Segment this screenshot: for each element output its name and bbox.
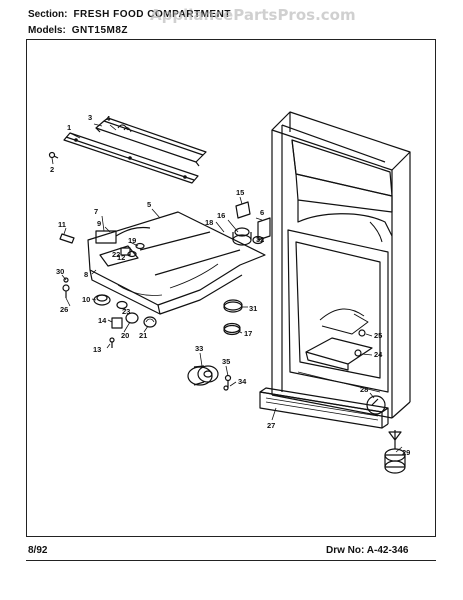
part-33-roller xyxy=(187,365,219,386)
label-28: 28 xyxy=(360,385,368,394)
footer-date: 8/92 xyxy=(28,545,48,556)
label-30: 30 xyxy=(56,267,64,276)
label-24: 24 xyxy=(374,350,383,359)
drawing-label: Drw No: xyxy=(326,545,365,556)
label-21: 21 xyxy=(139,331,147,340)
footer-rule xyxy=(26,560,436,561)
label-13: 13 xyxy=(93,345,101,354)
label-22: 22 xyxy=(112,250,120,259)
label-3: 3 xyxy=(88,113,92,122)
label-31: 31 xyxy=(249,304,257,313)
label-11: 11 xyxy=(58,220,66,229)
label-34: 34 xyxy=(238,377,247,386)
part-11-clip xyxy=(59,233,75,244)
drawing-number: A-42-346 xyxy=(366,545,409,556)
part-15-damper xyxy=(235,201,251,219)
label-4: 4 xyxy=(106,114,111,123)
label-18: 18 xyxy=(205,218,213,227)
label-27: 27 xyxy=(267,421,275,430)
label-1: 1 xyxy=(67,123,71,132)
part-27-grille xyxy=(259,387,389,429)
cabinet xyxy=(271,111,411,419)
label-12: 12 xyxy=(117,253,125,262)
part-35-34-screws xyxy=(223,374,232,391)
label-15: 15 xyxy=(236,188,244,197)
label-9: 9 xyxy=(97,219,101,228)
part-29-leveler xyxy=(384,430,406,474)
part-19-22-grommets xyxy=(127,242,145,258)
label-16: 16 xyxy=(217,211,225,220)
part-17-ring xyxy=(223,322,241,336)
label-33: 33 xyxy=(195,344,203,353)
part-25-screw xyxy=(358,329,366,337)
leader-lines xyxy=(51,123,403,453)
part-26-30-screws xyxy=(62,277,70,298)
footer-drawing-number: Drw No: A-42-346 xyxy=(326,545,408,556)
label-20: 20 xyxy=(121,331,129,340)
part-31-lens xyxy=(223,299,243,313)
section-label: Section: xyxy=(28,9,68,20)
part-23-nut xyxy=(116,300,128,310)
label-23: 23 xyxy=(122,307,130,316)
label-17: 17 xyxy=(244,329,252,338)
part-6-hinge xyxy=(257,217,271,241)
label-19: 19 xyxy=(128,236,136,245)
label-26: 26 xyxy=(60,305,68,314)
section-heading: Section: FRESH FOOD COMPARTMENT xyxy=(28,9,231,20)
part-2-screw xyxy=(48,151,59,159)
part-3-4-channel xyxy=(95,117,207,167)
part-number-labels: 1 2 3 4 5 6 7 8 9 10 11 12 13 14 15 16 1… xyxy=(50,113,410,457)
part-16-cap xyxy=(232,227,252,246)
label-35: 35 xyxy=(222,357,230,366)
drawing-linework xyxy=(48,111,411,474)
watermark: AppliancePartsPros.com xyxy=(150,6,356,24)
section-value: FRESH FOOD COMPARTMENT xyxy=(73,9,231,20)
models-value: GNT15M8Z xyxy=(71,25,129,36)
label-5: 5 xyxy=(147,200,151,209)
part-10-knob xyxy=(93,294,111,306)
part-1-strip xyxy=(63,132,199,184)
label-2: 2 xyxy=(50,165,54,174)
label-32: 32 xyxy=(256,235,264,244)
label-25: 25 xyxy=(374,331,382,340)
label-29: 29 xyxy=(402,448,410,457)
models-heading: Models: GNT15M8Z xyxy=(28,25,128,36)
label-6: 6 xyxy=(260,208,264,217)
part-5-housing xyxy=(87,211,266,315)
part-14-20-21-bulb-assembly xyxy=(109,312,157,348)
label-7: 7 xyxy=(94,207,98,216)
part-7-9-control xyxy=(95,226,151,256)
label-10: 10 xyxy=(82,295,90,304)
part-24-screw xyxy=(354,349,362,357)
label-8: 8 xyxy=(84,270,88,279)
diagram-frame xyxy=(26,39,436,537)
models-label: Models: xyxy=(28,25,66,36)
label-14: 14 xyxy=(98,316,107,325)
